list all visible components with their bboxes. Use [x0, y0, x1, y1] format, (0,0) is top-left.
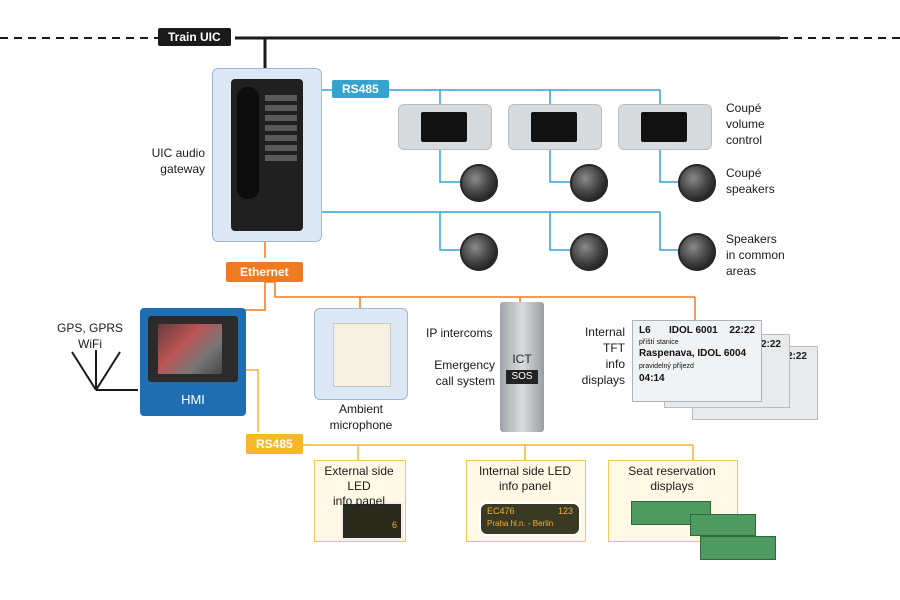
common-speaker-1 — [460, 233, 498, 271]
ext-led-panel: 6 — [314, 460, 406, 542]
tft-display-front: L6 IDOL 6001 22:22 příští stanice Raspen… — [632, 320, 762, 402]
hmi-device — [148, 316, 238, 382]
common-speaker-2 — [570, 233, 608, 271]
volume-control-1 — [398, 104, 492, 150]
seat-display-2 — [690, 514, 756, 536]
volume-control-3 — [618, 104, 712, 150]
int-led-device: EC476 123 Praha hl.n. - Berlin — [479, 502, 581, 536]
rs485-bottom-tag: RS485 — [246, 434, 303, 454]
ambient-panel — [314, 308, 408, 400]
volume-control-2 — [508, 104, 602, 150]
rs485-top-tag: RS485 — [332, 80, 389, 98]
intercom-device: ICT SOS — [500, 302, 544, 432]
train-uic-tag: Train UIC — [158, 28, 231, 46]
sos-button: SOS — [506, 370, 538, 384]
ethernet-tag: Ethernet — [226, 262, 303, 282]
antenna-icon — [71, 350, 138, 391]
gateway-buttons — [265, 91, 297, 191]
hmi-screen — [158, 324, 222, 374]
ip-intercoms-label: IP intercoms — [426, 326, 493, 340]
coupe-speaker-1 — [460, 164, 498, 202]
hmi-panel: HMI — [140, 308, 246, 416]
seat-display-3 — [700, 536, 776, 560]
gateway-device — [231, 79, 303, 231]
intercom-ict-text: ICT — [512, 352, 532, 366]
int-led-panel: EC476 123 Praha hl.n. - Berlin — [466, 460, 586, 542]
gateway-panel — [212, 68, 322, 242]
ext-led-device: 6 — [341, 502, 403, 540]
coupe-speaker-3 — [678, 164, 716, 202]
microphone-device — [333, 323, 391, 387]
hmi-label: HMI — [181, 392, 205, 407]
common-speaker-3 — [678, 233, 716, 271]
coupe-speaker-2 — [570, 164, 608, 202]
handset-icon — [237, 87, 259, 199]
